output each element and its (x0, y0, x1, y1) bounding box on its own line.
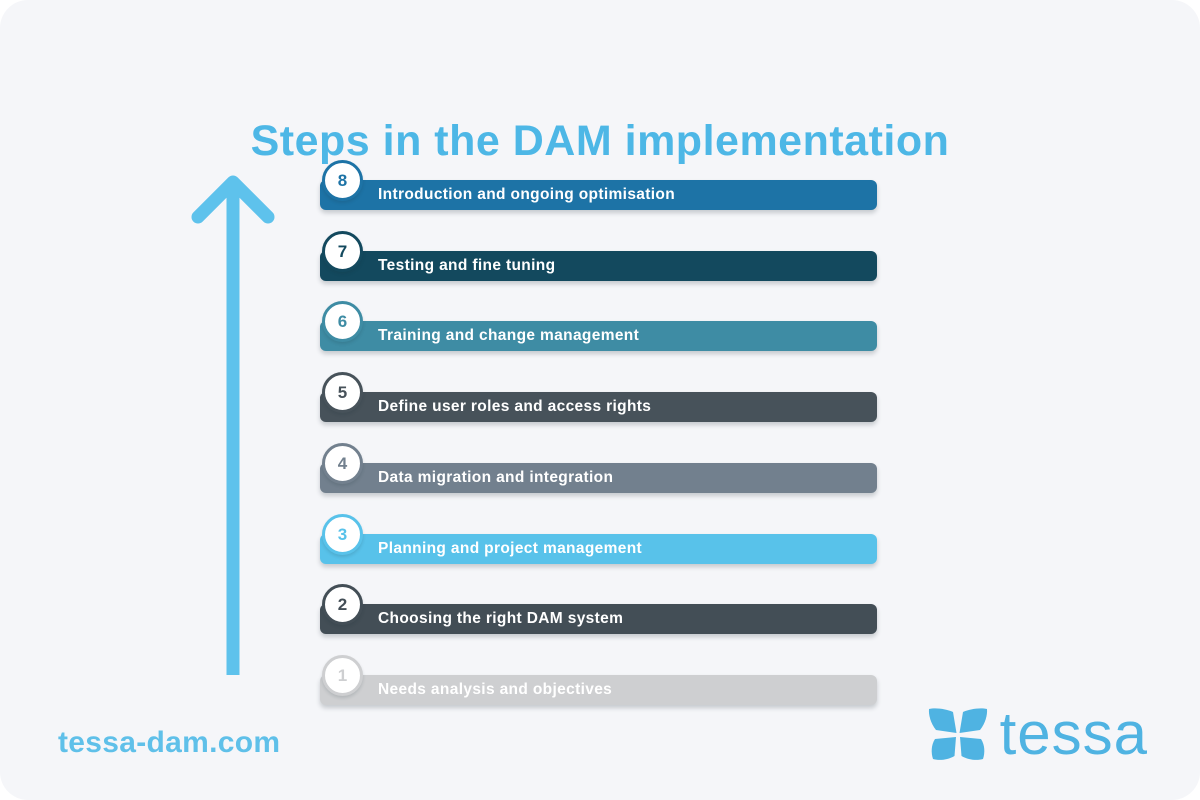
step-label: Choosing the right DAM system (378, 610, 624, 627)
step-bar: Choosing the right DAM system (320, 604, 877, 634)
step-label: Introduction and ongoing optimisation (378, 186, 676, 203)
step-bar: Define user roles and access rights (320, 392, 877, 422)
step-number: 2 (337, 594, 348, 614)
step-number-badge: 4 (322, 443, 363, 484)
step-bar: Needs analysis and objectives (320, 675, 877, 705)
step-label: Data migration and integration (378, 469, 614, 486)
step-bar: Training and change management (320, 321, 877, 351)
step-label: Training and change management (378, 327, 640, 344)
steps-list: 8 Introduction and ongoing optimisation … (320, 0, 877, 800)
brand-logo: tessa (926, 699, 1148, 769)
step-row-5: 5 Define user roles and access rights (320, 372, 877, 424)
step-number-badge: 2 (322, 584, 363, 625)
website-url: tessa-dam.com (58, 726, 281, 759)
step-row-6: 6 Training and change management (320, 301, 877, 353)
step-label: Needs analysis and objectives (378, 681, 613, 698)
step-row-2: 2 Choosing the right DAM system (320, 584, 877, 636)
step-label: Testing and fine tuning (378, 257, 556, 274)
step-number: 4 (337, 453, 348, 473)
butterfly-logo-icon (926, 706, 990, 769)
up-arrow-icon (175, 158, 295, 688)
step-bar: Planning and project management (320, 534, 877, 564)
step-label: Define user roles and access rights (378, 398, 652, 415)
step-row-1: 1 Needs analysis and objectives (320, 655, 877, 707)
step-row-4: 4 Data migration and integration (320, 443, 877, 495)
step-bar: Data migration and integration (320, 463, 877, 493)
step-number: 5 (337, 382, 348, 402)
step-number: 1 (337, 665, 348, 685)
step-number-badge: 1 (322, 655, 363, 696)
step-row-3: 3 Planning and project management (320, 514, 877, 566)
step-bar: Introduction and ongoing optimisation (320, 180, 877, 210)
step-row-8: 8 Introduction and ongoing optimisation (320, 160, 877, 212)
step-number: 8 (337, 170, 348, 190)
step-number: 7 (337, 241, 348, 261)
step-row-7: 7 Testing and fine tuning (320, 231, 877, 283)
step-number: 6 (337, 311, 348, 331)
step-number-badge: 5 (322, 372, 363, 413)
page-title: Steps in the DAM implementation (250, 116, 950, 165)
step-number-badge: 3 (322, 514, 363, 555)
step-number-badge: 8 (322, 160, 363, 201)
step-number: 3 (337, 524, 348, 544)
brand-name: tessa (999, 699, 1148, 767)
step-label: Planning and project management (378, 540, 643, 557)
step-bar: Testing and fine tuning (320, 251, 877, 281)
step-number-badge: 7 (322, 231, 363, 272)
step-number-badge: 6 (322, 301, 363, 342)
